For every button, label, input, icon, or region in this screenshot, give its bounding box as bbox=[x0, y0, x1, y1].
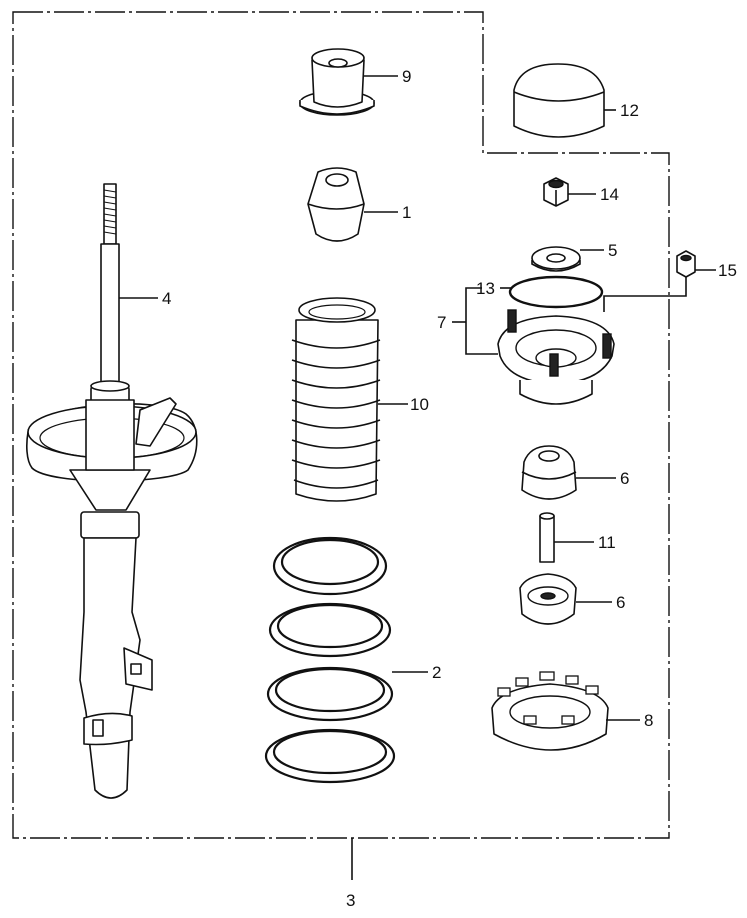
callout-6a: 6 bbox=[620, 469, 629, 488]
nut-part bbox=[543, 177, 569, 207]
washer-part bbox=[531, 246, 581, 272]
callout-2: 2 bbox=[432, 663, 441, 682]
callout-7: 7 bbox=[437, 313, 446, 332]
assembly-boundary bbox=[12, 11, 670, 839]
callout-3: 3 bbox=[346, 891, 355, 910]
callout-13: 13 bbox=[476, 279, 495, 298]
dust-boot-part bbox=[291, 297, 381, 502]
strut-mount-part bbox=[497, 309, 615, 405]
callout-15: 15 bbox=[718, 261, 737, 280]
small-nut-part bbox=[676, 250, 696, 278]
o-ring-part bbox=[508, 275, 604, 309]
lower-spring-seat-part bbox=[491, 671, 609, 751]
callout-8: 8 bbox=[644, 711, 653, 730]
shock-absorber-part bbox=[26, 183, 198, 799]
collar-part bbox=[539, 512, 555, 563]
callout-6b: 6 bbox=[616, 593, 625, 612]
coil-spring-part bbox=[264, 536, 396, 784]
leader-15-bracket bbox=[603, 277, 687, 312]
callout-1: 1 bbox=[402, 203, 411, 222]
bushing-lower-part bbox=[519, 573, 577, 625]
bump-stop-part bbox=[307, 167, 365, 242]
callout-12: 12 bbox=[620, 101, 639, 120]
callout-4: 4 bbox=[162, 289, 171, 308]
dust-cap-part bbox=[513, 63, 605, 138]
callout-9: 9 bbox=[402, 67, 411, 86]
upper-bushing-part bbox=[299, 48, 375, 116]
leader-7-bracket bbox=[465, 287, 498, 355]
callout-10: 10 bbox=[410, 395, 429, 414]
bushing-upper-part bbox=[521, 445, 577, 500]
callout-14: 14 bbox=[600, 185, 619, 204]
callout-11: 11 bbox=[598, 533, 616, 552]
callout-5: 5 bbox=[608, 241, 617, 260]
